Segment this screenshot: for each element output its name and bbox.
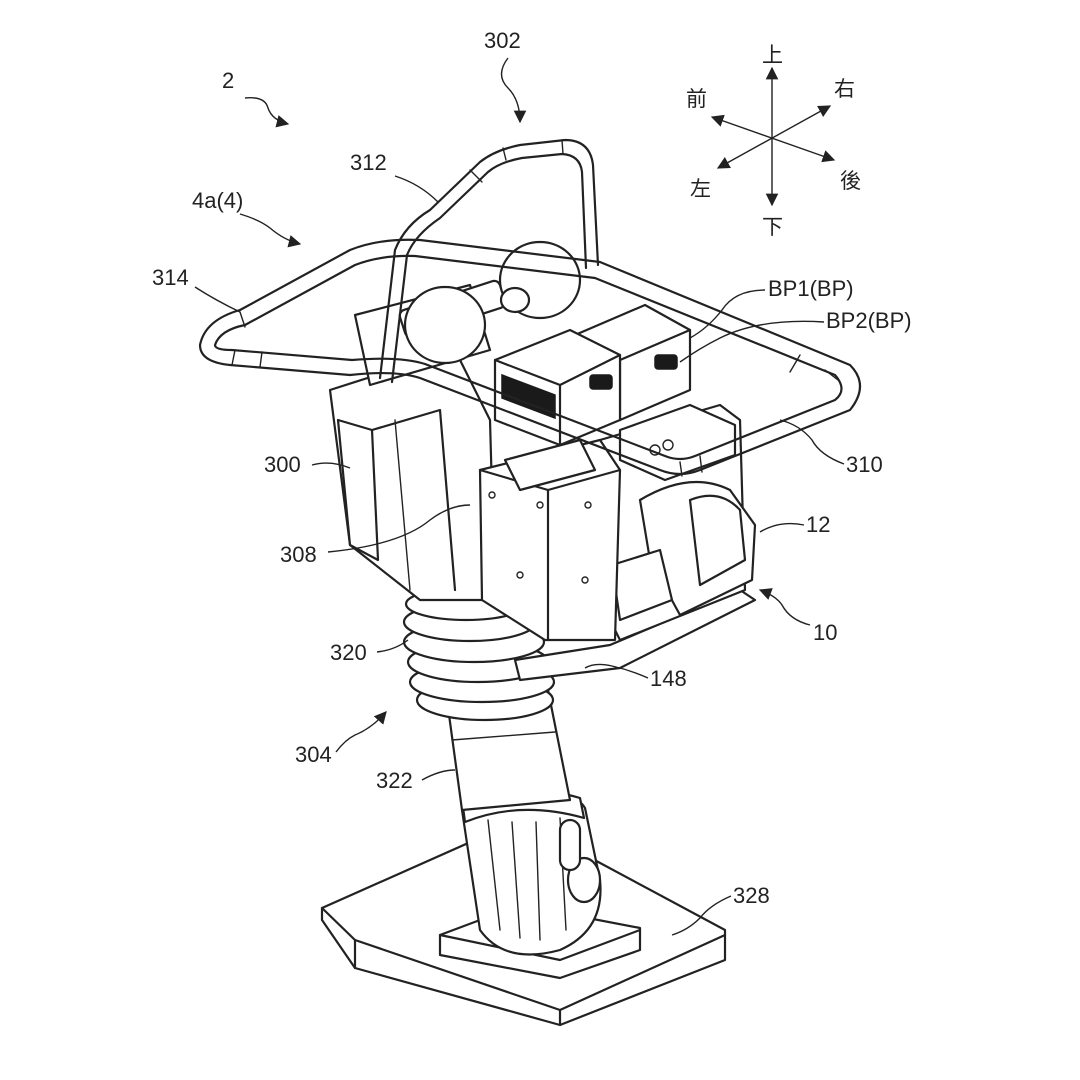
label-322: 322 [376, 768, 413, 793]
label-2: 2 [222, 68, 234, 93]
label-310: 310 [846, 452, 883, 477]
leg-assembly [402, 586, 602, 956]
leader-lines [194, 57, 845, 936]
dir-rear-label: 後 [840, 169, 861, 193]
label-12: 12 [806, 512, 830, 537]
label-308: 308 [280, 542, 317, 567]
label-314: 314 [152, 265, 189, 290]
direction-indicator: 上 下 前 後 左 右 [686, 43, 861, 239]
label-148: 148 [650, 666, 687, 691]
label-10: 10 [813, 620, 837, 645]
label-bp2: BP2(BP) [826, 308, 912, 333]
label-312: 312 [350, 150, 387, 175]
label-320: 320 [330, 640, 367, 665]
battery-packs [493, 303, 737, 482]
label-300: 300 [264, 452, 301, 477]
frame-handle [198, 238, 862, 477]
dir-right-label: 右 [834, 77, 855, 101]
dir-front-label: 前 [686, 87, 707, 111]
axis-left-right [716, 105, 832, 169]
label-4a: 4a(4) [192, 188, 243, 213]
dir-up-label: 上 [762, 43, 783, 67]
label-302: 302 [484, 28, 521, 53]
dir-down-label: 下 [762, 215, 783, 239]
top-handle [378, 138, 600, 384]
dir-left-label: 左 [690, 177, 711, 201]
label-304: 304 [295, 742, 332, 767]
label-bp1: BP1(BP) [768, 276, 854, 301]
reference-labels: 2 302 312 4a(4) 314 BP1(BP) BP2(BP) 300 … [152, 28, 912, 908]
axis-front-rear [710, 114, 836, 163]
label-328: 328 [733, 883, 770, 908]
